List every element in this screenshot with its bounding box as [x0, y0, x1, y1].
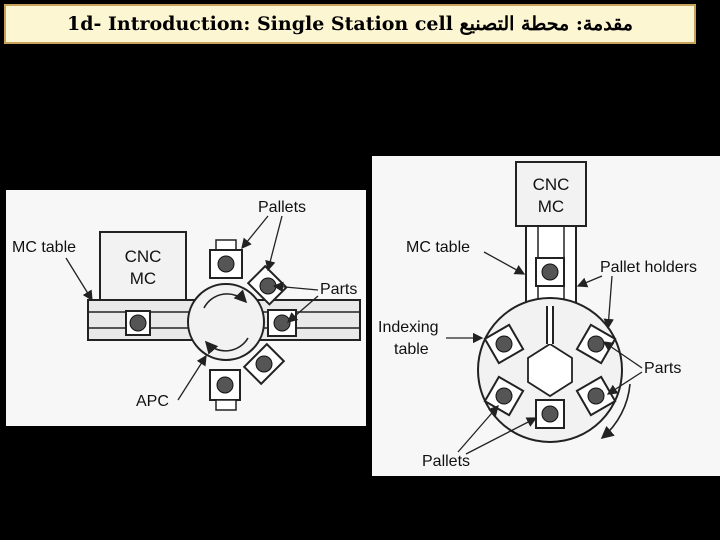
pallet-bottom [209, 369, 241, 411]
pallet-bottom [535, 399, 565, 429]
slide-title: 1d- Introduction: Single Station cell مق… [67, 13, 633, 35]
mc-label: MC [538, 197, 564, 216]
pallets-label: Pallets [422, 453, 470, 470]
pallet-upper-right [575, 323, 617, 365]
cnc-label: CNC [125, 247, 162, 266]
indexing-table-diagram: CNC MC [378, 161, 697, 470]
left-diagram-panel: CNC MC [6, 190, 366, 426]
pallet-on-table [125, 310, 151, 336]
pallet-top [209, 239, 243, 279]
mc-table-label: MC table [406, 239, 470, 256]
slide-title-bar: 1d- Introduction: Single Station cell مق… [4, 4, 696, 44]
indexing-label: Indexing [378, 319, 439, 336]
pallet-upper-left [483, 323, 525, 365]
pallet-lower-right [575, 375, 617, 417]
table-label: table [394, 341, 429, 358]
pallet-bottom-right [242, 342, 286, 386]
apc-cell-diagram: CNC MC [12, 199, 361, 411]
apc-label: APC [136, 393, 169, 410]
cnc-label: CNC [533, 175, 570, 194]
cnc-machine-box [515, 161, 587, 227]
mc-table-label: MC table [12, 239, 76, 256]
cnc-machine-box [99, 231, 187, 301]
pallet-top [535, 257, 565, 287]
mc-label: MC [130, 269, 156, 288]
parts-label: Parts [320, 281, 357, 298]
pallet-right [267, 309, 297, 337]
pallet-holders-label: Pallet holders [600, 259, 697, 276]
parts-label: Parts [644, 360, 681, 377]
right-diagram-panel: CNC MC [372, 156, 720, 476]
pallets-label: Pallets [258, 199, 306, 216]
apc-rotary-circle [187, 283, 265, 361]
